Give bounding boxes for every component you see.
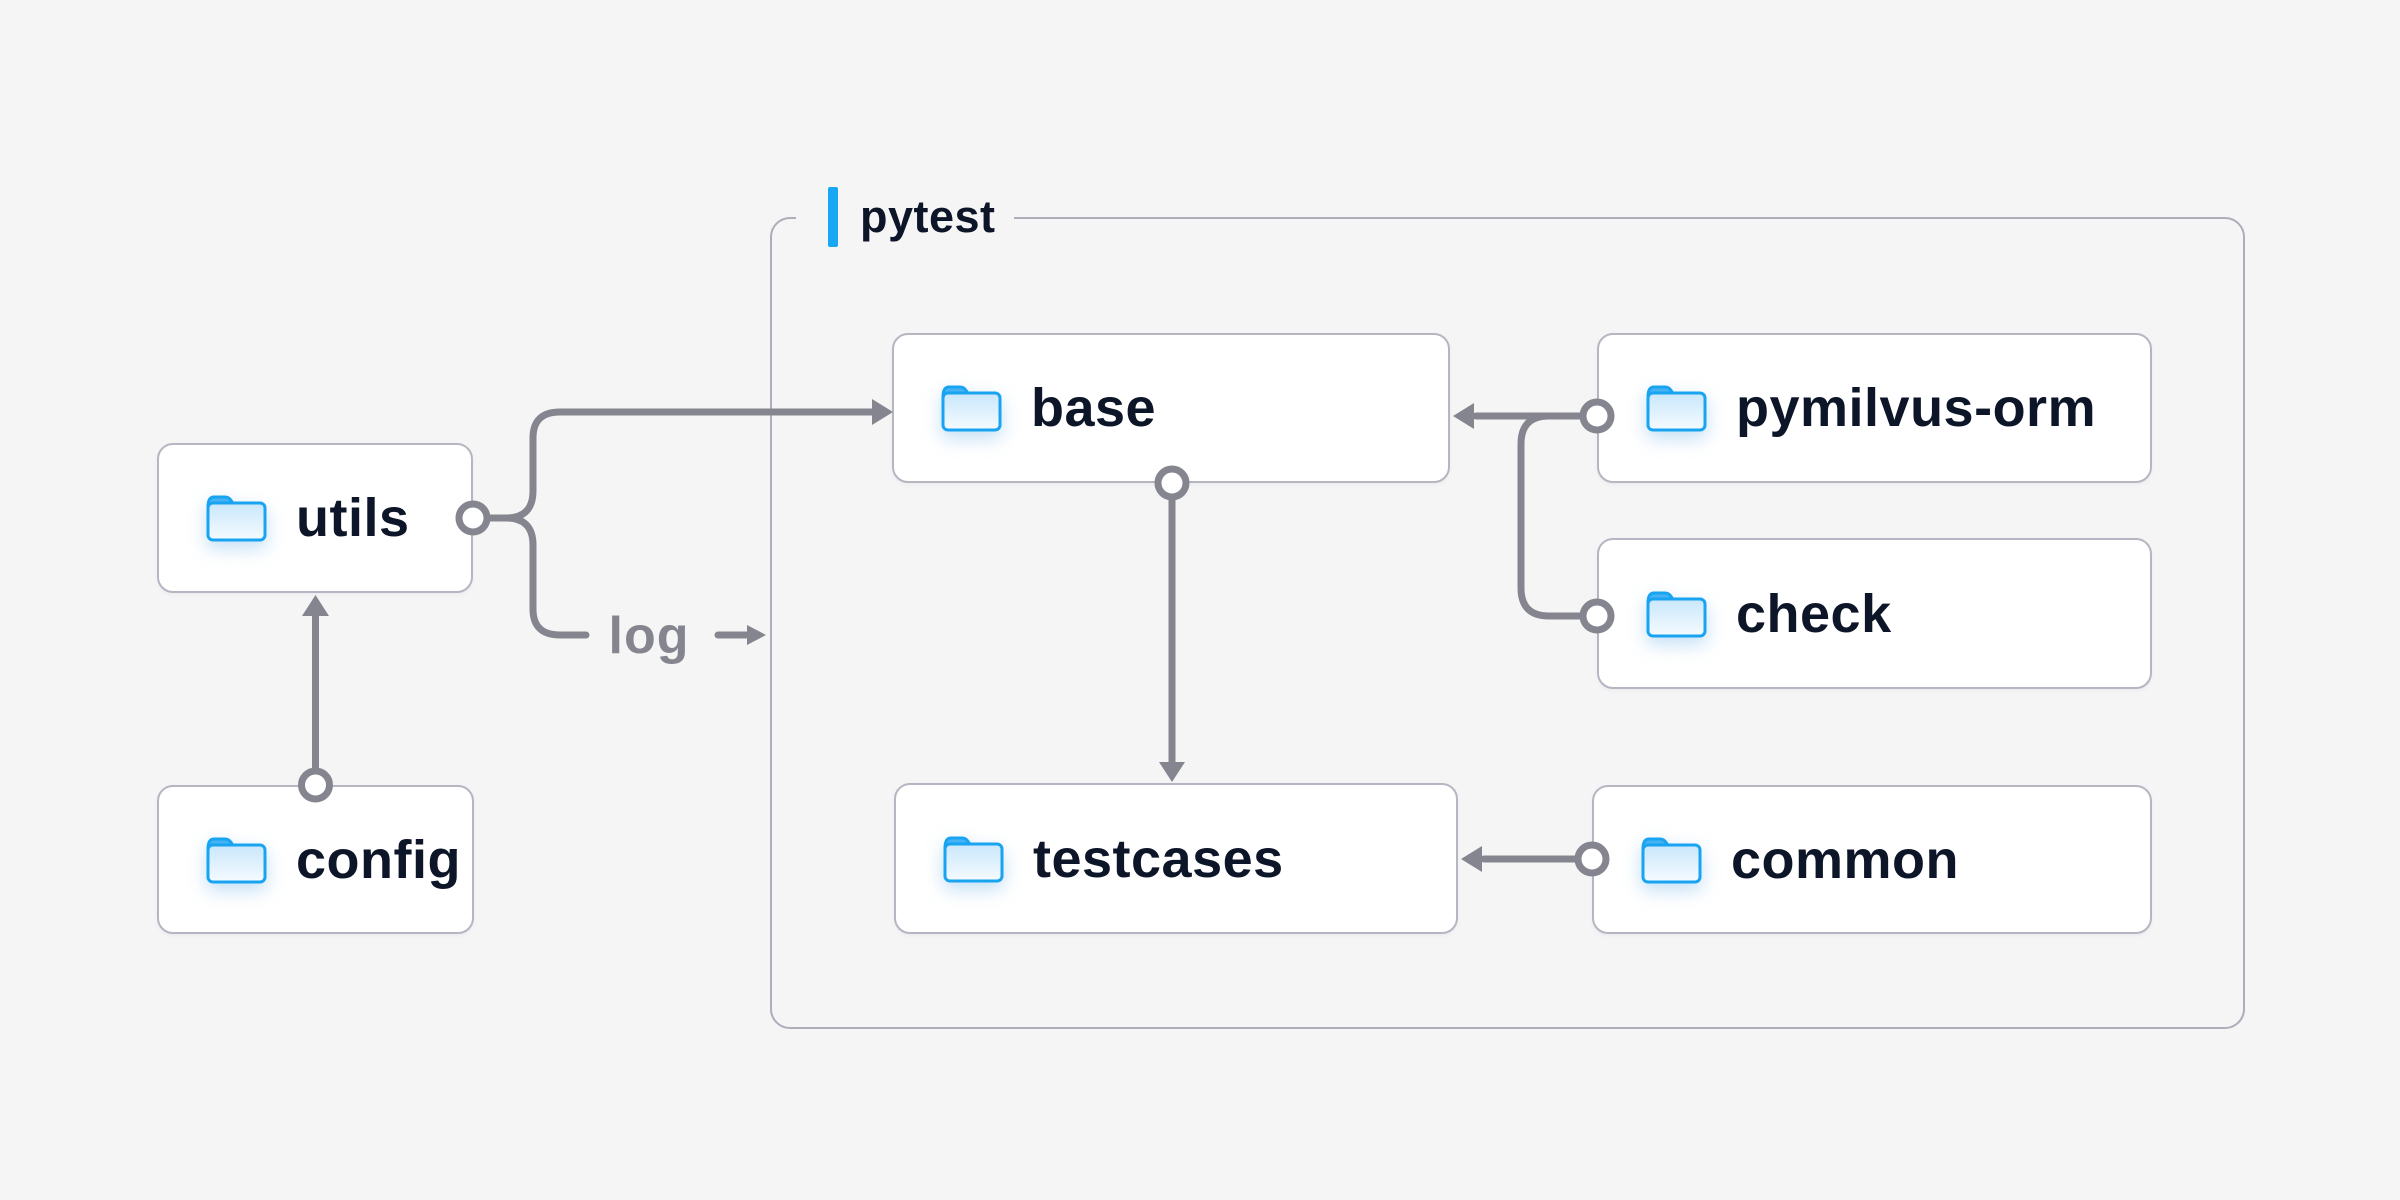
folder-icon xyxy=(1638,833,1704,887)
node-pymilvus-orm: pymilvus-orm xyxy=(1597,333,2152,483)
pytest-group-label: pytest xyxy=(796,185,1014,249)
node-base: base xyxy=(892,333,1450,483)
node-label: testcases xyxy=(1033,828,1284,889)
node-check: check xyxy=(1597,538,2152,689)
node-label: pymilvus-orm xyxy=(1736,378,2097,438)
folder-icon xyxy=(1643,587,1709,641)
node-label: base xyxy=(1031,378,1157,438)
node-config: config xyxy=(157,785,474,934)
node-testcases: testcases xyxy=(894,783,1458,934)
edge-config-utils xyxy=(298,595,333,803)
pytest-group-title: pytest xyxy=(860,191,996,242)
accent-bar-icon xyxy=(828,187,838,247)
node-utils: utils xyxy=(157,443,473,593)
folder-icon xyxy=(938,381,1004,435)
folder-icon xyxy=(940,832,1006,886)
node-label: common xyxy=(1731,829,1960,890)
folder-icon xyxy=(203,833,269,887)
folder-icon xyxy=(1643,381,1709,435)
node-common: common xyxy=(1592,785,2152,934)
node-label: config xyxy=(296,829,461,890)
pytest-group xyxy=(770,217,2245,1029)
node-label: utils xyxy=(296,488,410,548)
node-label: check xyxy=(1736,583,1892,644)
folder-icon xyxy=(203,491,269,545)
edge-label-log: log xyxy=(608,607,690,665)
